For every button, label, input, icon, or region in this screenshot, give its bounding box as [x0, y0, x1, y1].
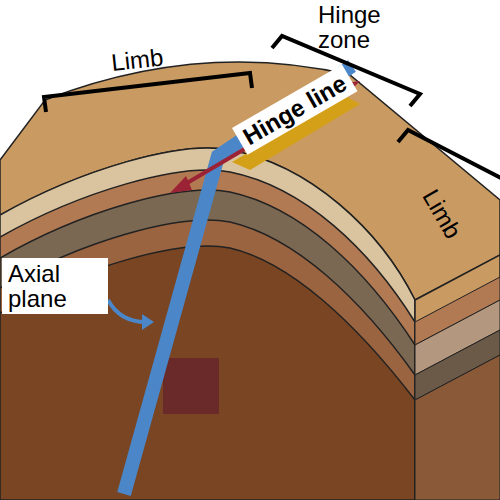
marker-square: [163, 358, 219, 414]
rock-layer: [0, 246, 415, 500]
pointer-arrow: [108, 300, 146, 322]
bracket: [44, 73, 252, 112]
rock-layer: [0, 220, 415, 500]
end-face: [415, 255, 500, 500]
bracket: [398, 130, 500, 180]
arrow-head: [170, 176, 192, 193]
part-label: Hinge zone: [318, 2, 418, 52]
end-face-layer: [415, 355, 500, 500]
arrow-head: [142, 314, 154, 330]
part-label: Axial plane: [2, 258, 108, 314]
rock-layer: [0, 190, 415, 500]
